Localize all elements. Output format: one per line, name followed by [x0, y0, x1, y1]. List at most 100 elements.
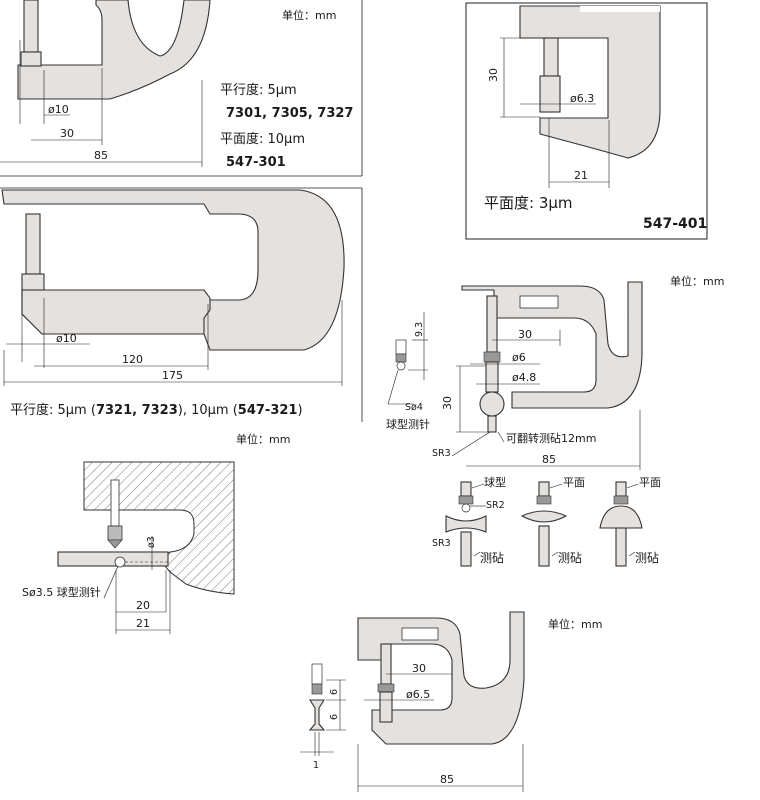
panel-a-spindle-tip: [20, 51, 42, 67]
panel-e-dim-93: 9.3: [414, 322, 425, 337]
panel-c-spindle-tip: [21, 273, 45, 291]
panel-f-spindle: [380, 643, 392, 685]
anvil-2-knurl: [536, 495, 552, 505]
panel-e-ball-size: Sø4: [405, 402, 423, 413]
anvil-2-lens: [520, 510, 568, 523]
panel-f-pin-knurl: [311, 683, 323, 695]
panel-e-label-plate: [519, 295, 559, 309]
panel-f-spindle-lower: [379, 691, 393, 723]
panel-c-dim-120: 120: [122, 353, 143, 366]
anvil-1-concave: [445, 515, 487, 533]
anvil-1-tip-label: 球型: [484, 475, 506, 489]
panel-d-probe-label: Sø3.5 球型测针: [22, 585, 101, 599]
panel-b-dim-30: 30: [487, 68, 500, 82]
panel-e-ball-probe-tip: [396, 361, 406, 371]
panel-d-dim-20: 20: [136, 599, 150, 612]
panel-c-dim-175: 175: [162, 369, 183, 382]
panel-c-spindle: [25, 213, 41, 275]
panel-e-frame-body: [461, 281, 643, 409]
panel-e-sr3-leader: [451, 431, 491, 457]
anvil-3-spindle: [615, 481, 627, 497]
panel-c-dim-tip: ø10: [56, 332, 77, 345]
panel-c: ø10 120 175 平行度: 5μm (7321, 7323), 10μm …: [0, 187, 363, 422]
panel-d-unit: 单位：mm: [236, 432, 290, 446]
panel-b-flatness: 平面度: 3μm: [484, 194, 573, 212]
panel-a-spindle: [23, 0, 39, 53]
anvil-1-anvil-leader: [473, 551, 481, 557]
panel-d-spindle: [110, 479, 120, 527]
panel-f-frame-body: [357, 611, 525, 745]
panel-a-frame-opening: [127, 0, 185, 57]
anvil-2-anvil-label: 测砧: [558, 551, 582, 565]
panel-f-dim-65: ø6.5: [406, 688, 430, 701]
anvil-2-tip-label: 平面: [563, 476, 585, 489]
panel-a-flatness: 平面度: 10μm: [220, 131, 305, 147]
panel-e-dim-30h: 30: [441, 396, 454, 410]
anvil-1-anvil-label: 测砧: [480, 551, 504, 565]
anvil-3-knurl: [613, 495, 629, 505]
panel-e-dim-6: ø6: [512, 351, 526, 364]
panel-f-pin-tip: [308, 699, 326, 731]
panel-a-parallelism: 平行度: 5μm: [220, 82, 297, 98]
anvil-1-sr-low: SR3: [432, 538, 451, 549]
panel-e-spindle: [486, 295, 498, 353]
anvil-3-anvil-leader: [628, 551, 636, 557]
anvil-1-stem: [460, 531, 472, 567]
panel-e-flip-leader: [497, 431, 505, 443]
panel-a-dim-tip: ø10: [48, 103, 69, 116]
panel-d-frame-section: [83, 461, 235, 595]
anvil-1-spindle: [460, 481, 472, 497]
panel-f-label-plate: [401, 627, 439, 641]
panel-e-sr3: SR3: [432, 448, 451, 459]
panel-d-leader: [103, 565, 119, 599]
panel-e: 单位：mm 9.3 Sø4 球型测针 30 ø6 ø4.8 30 可翻转测砧12…: [386, 274, 724, 567]
anvil-variant-ball: 球型 SR2 SR3 测砧: [432, 475, 506, 567]
panel-b: 30 ø6.3 21 平面度: 3μm 547-401: [465, 2, 708, 240]
panel-d-ball-probe: [114, 556, 126, 568]
anvil-3-stem: [615, 527, 627, 567]
panel-e-dim-48: ø4.8: [512, 371, 536, 384]
anvil-3-dome: [599, 505, 643, 529]
panel-f-dim-6a: 6: [329, 689, 340, 695]
anvil-3-tip-label: 平面: [639, 476, 661, 489]
panel-d-spindle-tip: [107, 525, 123, 541]
panel-d: 单位：mm ø3 20 21 Sø3.5 球型测针: [22, 432, 290, 634]
anvil-2-anvil-leader: [551, 551, 559, 557]
panel-e-ball-probe-knurl: [395, 353, 407, 363]
panel-a-dim-85: 85: [94, 149, 108, 162]
anvil-variant-flat-2: 平面 测砧: [599, 476, 661, 567]
panel-b-frame-top: [520, 6, 660, 12]
panel-c-spec: 平行度: 5μm (7321, 7323), 10μm (547-321): [10, 402, 303, 418]
anvil-variant-flat-1: 平面 测砧: [520, 476, 585, 567]
panel-d-anvil: [57, 551, 169, 567]
panel-b-dim-tip: ø6.3: [570, 92, 594, 105]
panel-a-flatness-model: 547-301: [226, 155, 286, 170]
panel-e-ball-probe-label: 球型测针: [386, 417, 430, 431]
panel-f-knurl: [377, 683, 395, 693]
panel-a-dim-30: 30: [60, 127, 74, 140]
anvil-3-anvil-label: 测砧: [635, 551, 659, 565]
panel-e-ball-probe-body: [395, 339, 407, 355]
panel-f-dim-1: 1: [313, 760, 319, 771]
panel-a: ø10 30 85 单位：mm 平行度: 5μm 7301, 7305, 732…: [0, 0, 363, 177]
panel-b-spindle-tip: [539, 75, 561, 113]
panel-f: 单位：mm 6 6 1 30 ø6.5 85: [300, 611, 602, 792]
panel-c-anvil: [21, 289, 211, 335]
panel-a-unit: 单位：mm: [282, 8, 336, 22]
panel-e-flip-anvil-label: 可翻转测砧12mm: [506, 431, 596, 445]
panel-b-dim-21: 21: [574, 169, 588, 182]
anvil-3-tip-leader: [626, 483, 639, 489]
anvil-1-ball: [461, 503, 471, 513]
panel-d-dim-21: 21: [136, 617, 150, 630]
panel-f-dim-6b: 6: [329, 714, 340, 720]
panel-e-dim-30w: 30: [518, 328, 532, 341]
panel-f-dim-30: 30: [412, 662, 426, 675]
panel-e-spindle-knurl: [483, 351, 501, 363]
panel-e-anvil-stem: [487, 415, 497, 433]
panel-b-box: [465, 2, 708, 240]
anvil-2-stem: [538, 525, 550, 567]
panel-d-dim-3: ø3: [146, 536, 157, 548]
panel-f-pin-body: [311, 663, 323, 685]
anvil-2-spindle: [538, 481, 550, 497]
